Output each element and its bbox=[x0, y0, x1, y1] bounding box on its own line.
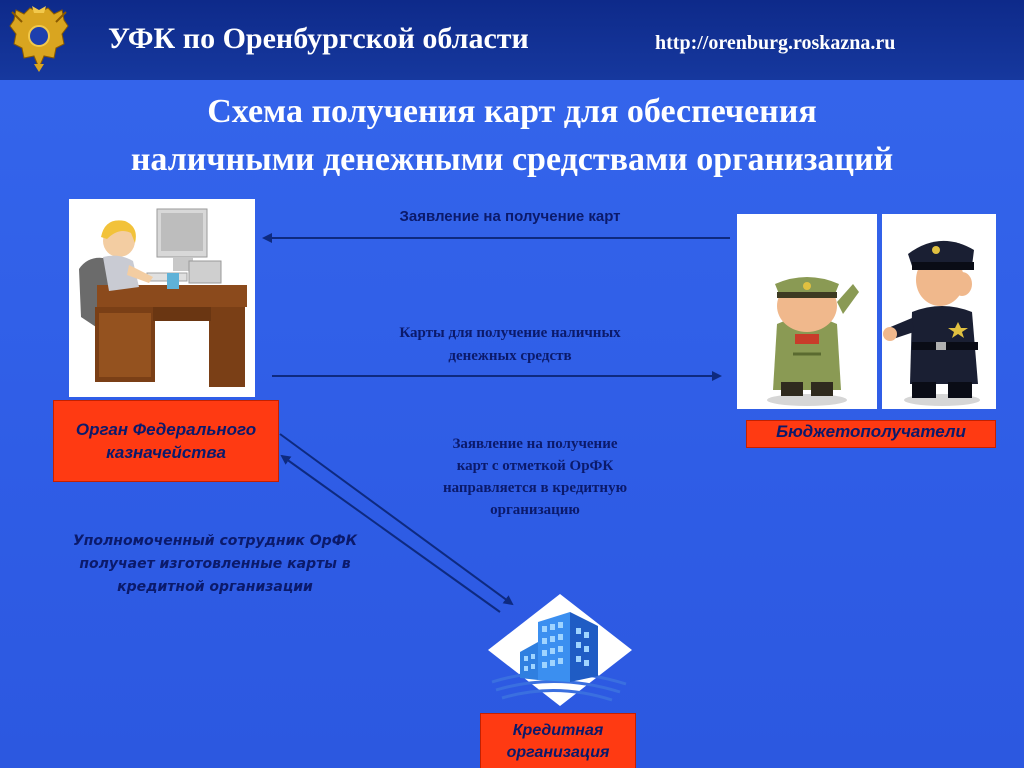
arrow-to-treasury bbox=[280, 454, 501, 613]
node-recipients: Бюджетополучатели bbox=[746, 420, 996, 448]
arrow-to-credit-org bbox=[279, 433, 514, 606]
node-treasury-label: Орган Федерального казначейства bbox=[75, 420, 257, 462]
soldier-illustration bbox=[737, 214, 877, 409]
label-cards-line-2: денежных средств bbox=[448, 348, 572, 364]
police-officer-icon bbox=[883, 240, 980, 406]
label-cards-line-1: Карты для получение наличных bbox=[399, 325, 621, 341]
saluting-soldier-icon bbox=[767, 277, 859, 406]
clerk-illustration bbox=[69, 199, 255, 397]
label-cards: Карты для получение наличных денежных ср… bbox=[320, 322, 700, 368]
header-title: УФК по Оренбургской области bbox=[108, 22, 529, 55]
slide-title-line-1: Схема получения карт для обеспечения bbox=[207, 93, 817, 130]
node-credit-org: Кредитная организация bbox=[480, 713, 636, 768]
slide-title: Схема получения карт для обеспечения нал… bbox=[40, 88, 984, 184]
slide-title-line-2: наличными денежными средствами организац… bbox=[130, 141, 894, 178]
police-illustration bbox=[882, 214, 996, 409]
header-bar: УФК по Оренбургской области http://orenb… bbox=[0, 0, 1024, 80]
office-building-icon bbox=[488, 594, 632, 706]
node-treasury: Орган Федерального казначейства bbox=[53, 400, 279, 482]
label-employee-receives-cards: Уполномоченный сотрудник ОрФК получает и… bbox=[72, 533, 358, 595]
node-recipients-label: Бюджетополучатели bbox=[776, 422, 966, 441]
clerk-at-computer-icon bbox=[79, 208, 247, 387]
node-credit-org-label: Кредитная организация bbox=[506, 721, 610, 761]
label-application: Заявление на получение карт bbox=[399, 208, 621, 225]
double-headed-eagle-icon bbox=[9, 6, 69, 72]
header-url[interactable]: http://orenburg.roskazna.ru bbox=[655, 32, 896, 54]
label-forward-to-credit-org: Заявление на получение карт с отметкой О… bbox=[442, 436, 628, 518]
